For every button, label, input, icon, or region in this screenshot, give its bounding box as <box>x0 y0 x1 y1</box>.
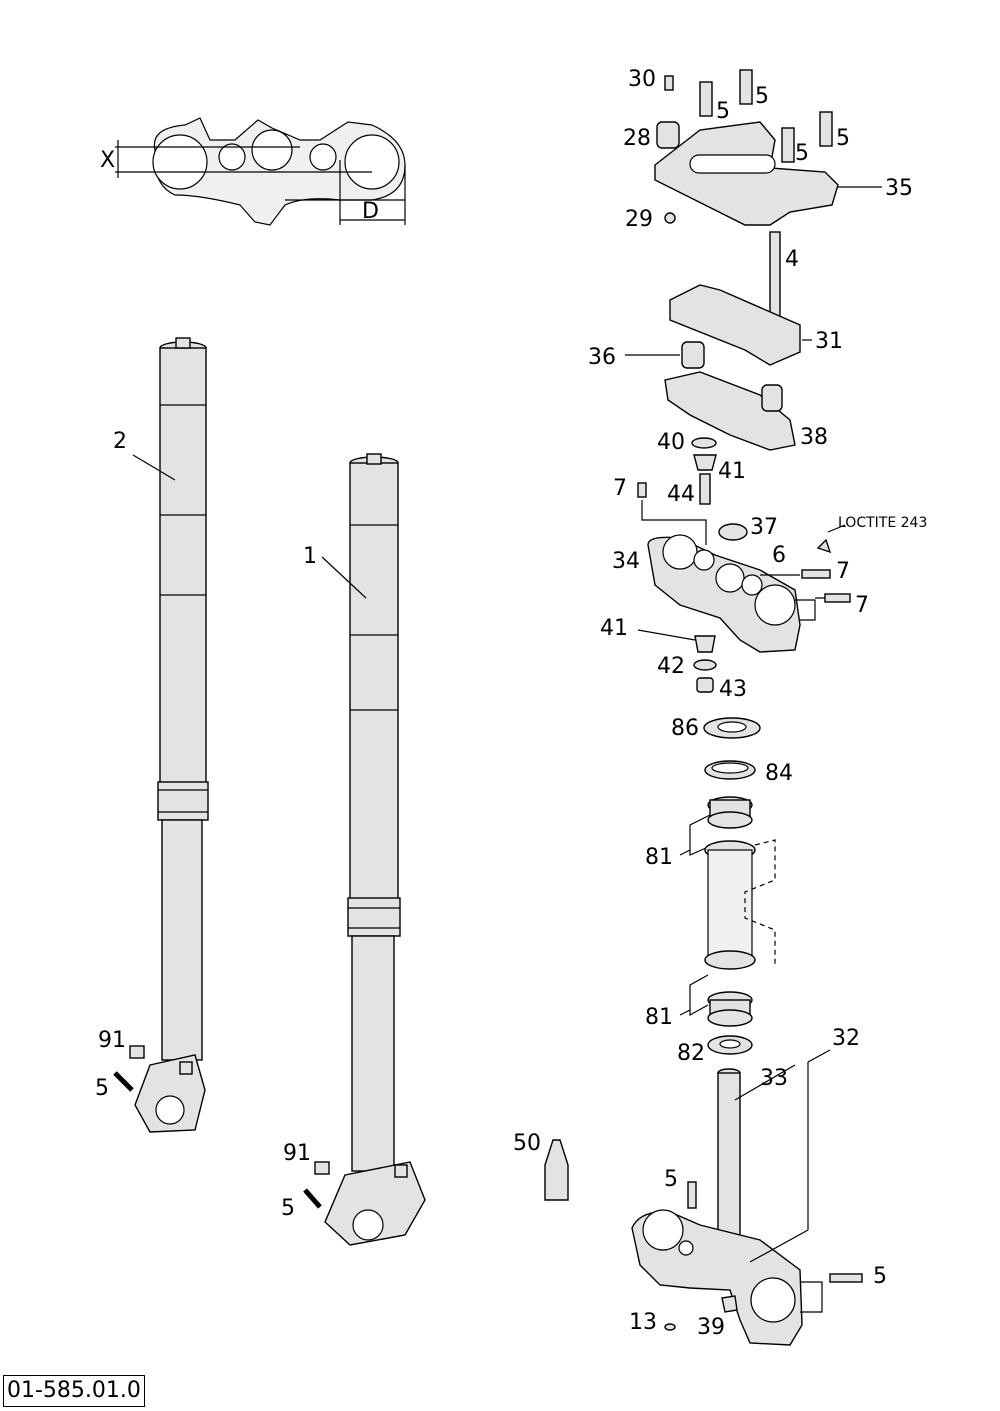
label-6: 6 <box>772 543 786 568</box>
label-81-bottom: 81 <box>645 1005 673 1030</box>
label-81-top: 81 <box>645 845 673 870</box>
plate-35: 35 <box>654 121 913 226</box>
label-5-top-a: 5 <box>716 99 730 124</box>
guide-39: 39 <box>697 1295 738 1340</box>
label-41-top: 41 <box>718 459 746 484</box>
label-84: 84 <box>765 761 793 786</box>
label-91-middle: 91 <box>283 1141 311 1166</box>
rubber-41-bottom: 41 <box>600 616 716 653</box>
label-13: 13 <box>629 1310 657 1335</box>
dimension-d-label: D <box>362 199 379 224</box>
label-31: 31 <box>815 329 843 354</box>
bolt-91-middle: 91 <box>283 1141 330 1175</box>
nut-37: 37 <box>718 515 778 541</box>
label-1: 1 <box>303 544 317 569</box>
label-34: 34 <box>612 549 640 574</box>
screw-5-left: 5 <box>95 1071 134 1101</box>
handlebar-clamp-31: 31 <box>669 284 843 366</box>
washer-42: 42 <box>657 654 717 679</box>
bearing-81-top: 81 <box>645 796 753 870</box>
label-39: 39 <box>697 1315 725 1340</box>
label-36: 36 <box>588 345 616 370</box>
screw-7-top: 7 <box>613 476 707 545</box>
label-5-clamp: 5 <box>873 1264 887 1289</box>
label-32: 32 <box>832 1026 860 1051</box>
loctite-note: LOCTITE 243 <box>816 515 927 554</box>
label-38: 38 <box>800 425 828 450</box>
label-30: 30 <box>628 67 656 92</box>
label-7-lower: 7 <box>855 593 869 618</box>
label-5-stem: 5 <box>664 1167 678 1192</box>
small-screw-30: 30 <box>628 67 674 92</box>
nut-43: 43 <box>696 677 747 702</box>
label-86: 86 <box>671 716 699 741</box>
label-43: 43 <box>719 677 747 702</box>
bolt-91-left: 91 <box>98 1028 145 1059</box>
label-41-bottom: 41 <box>600 616 628 641</box>
part-50-bottle: 50 <box>513 1131 569 1201</box>
label-5-left: 5 <box>95 1076 109 1101</box>
triple-clamp-34: 34 6 7 7 <box>612 534 869 653</box>
label-50: 50 <box>513 1131 541 1156</box>
nut-29: 29 <box>625 207 676 232</box>
ring-84: 84 <box>704 760 793 786</box>
screw-5-middle: 5 <box>281 1188 322 1221</box>
pin-44: 44 <box>667 473 711 507</box>
spacer-28: 28 <box>623 121 680 151</box>
label-33: 33 <box>760 1066 788 1091</box>
label-5-middle: 5 <box>281 1196 295 1221</box>
label-42: 42 <box>657 654 685 679</box>
label-82: 82 <box>677 1041 705 1066</box>
steering-tube-section <box>704 839 776 970</box>
label-7-mid: 7 <box>836 559 850 584</box>
part-13: 13 <box>629 1310 676 1335</box>
label-29: 29 <box>625 207 653 232</box>
seal-86: 86 <box>671 716 761 741</box>
loctite-label: LOCTITE 243 <box>838 515 927 531</box>
long-bolt-4: 4 <box>769 231 799 318</box>
bracket-38: 38 <box>664 371 828 451</box>
label-28: 28 <box>623 126 651 151</box>
spacer-36: 36 <box>588 341 705 370</box>
label-37: 37 <box>750 515 778 540</box>
label-35: 35 <box>885 176 913 201</box>
label-5-top-b: 5 <box>755 84 769 109</box>
label-7-top: 7 <box>613 476 627 501</box>
label-5-top-c: 5 <box>795 141 809 166</box>
label-40: 40 <box>657 430 685 455</box>
rubber-41-top: 41 <box>693 454 746 484</box>
seal-82: 82 <box>677 1035 753 1066</box>
label-5-top-d: 5 <box>836 126 850 151</box>
label-91-left: 91 <box>98 1028 126 1053</box>
fork-leg-2: 2 <box>113 337 209 1133</box>
washer-40: 40 <box>657 430 717 455</box>
dimension-x-label: X <box>100 148 115 173</box>
bearing-81-bottom: 81 <box>645 974 753 1030</box>
drawing-number: 01-585.01.0 <box>3 1375 145 1407</box>
bolts-5-top: 5 5 5 5 <box>699 69 850 166</box>
clamp-dimension-detail: X D <box>100 117 406 226</box>
screw-5-stem: 5 <box>664 1167 697 1209</box>
label-4: 4 <box>785 247 799 272</box>
label-44: 44 <box>667 482 695 507</box>
bottom-triple-clamp-32: 32 5 <box>631 1026 887 1346</box>
fork-leg-1: 1 <box>303 453 426 1246</box>
steering-stem-33: 33 <box>717 1064 796 1254</box>
label-2: 2 <box>113 429 127 454</box>
